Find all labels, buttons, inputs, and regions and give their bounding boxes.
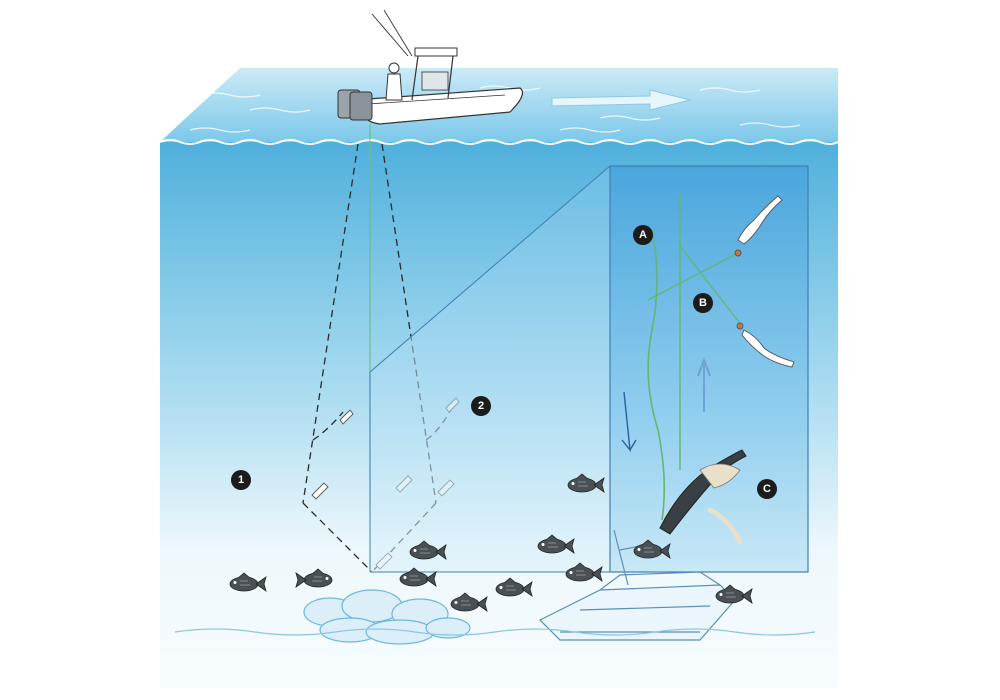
boat-icon (338, 10, 522, 124)
marker-a: A (633, 225, 653, 245)
marker-1: 1 (231, 470, 251, 490)
marker-c: C (757, 479, 777, 499)
marker-b: B (693, 293, 713, 313)
marker-2: 2 (471, 396, 491, 416)
